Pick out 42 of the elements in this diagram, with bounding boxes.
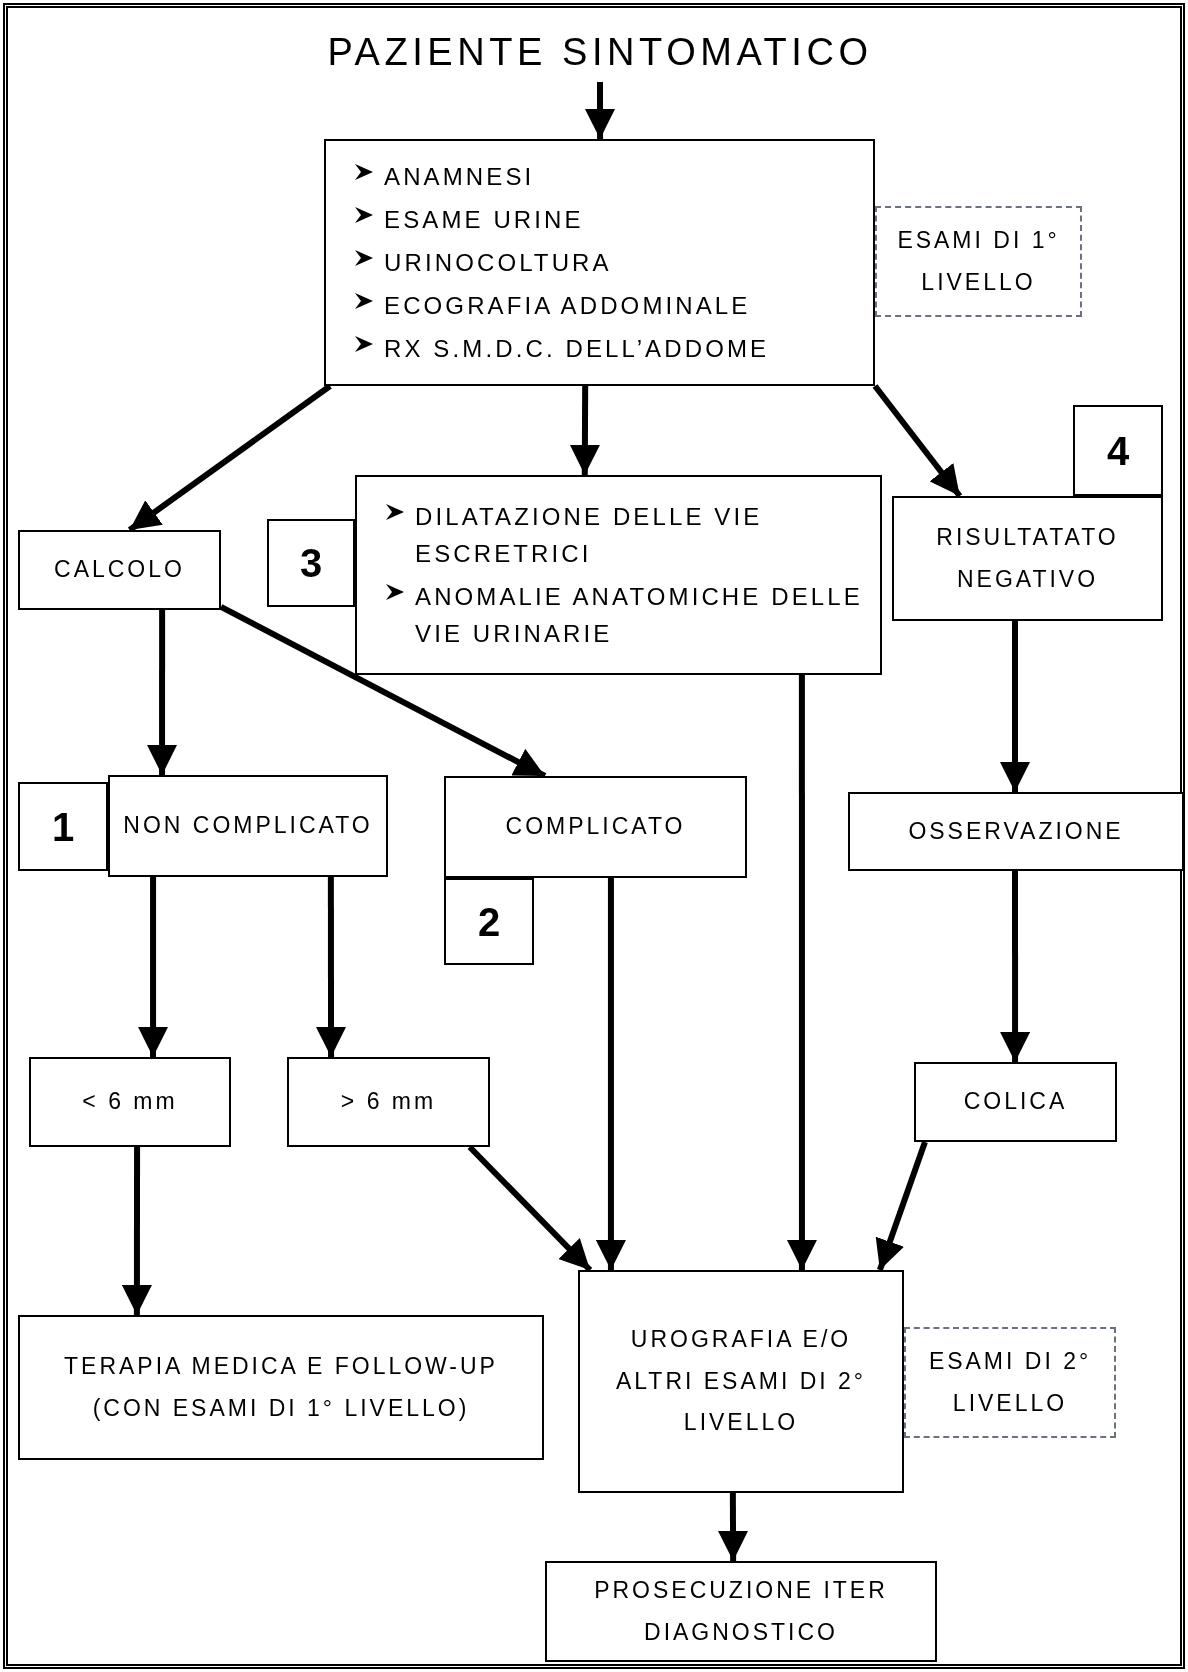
arrow — [1000, 871, 1031, 1062]
arrow — [595, 878, 626, 1270]
list-item-text: ANOMALIE ANATOMICHE DELLE VIE URINARIE — [415, 582, 864, 650]
arrow — [127, 383, 332, 533]
arrow — [1000, 621, 1030, 792]
arrow — [872, 384, 963, 498]
process-box: OSSERVAZIONE — [848, 792, 1184, 871]
arrow — [219, 604, 547, 779]
list-box — [324, 139, 875, 386]
arrow — [138, 877, 169, 1057]
process-box: COLICA — [914, 1062, 1117, 1142]
arrow — [875, 1141, 928, 1271]
list-item-text: URINOCOLTURA — [384, 247, 612, 278]
note-box: ESAMI DI 1° LIVELLO — [875, 206, 1082, 317]
list-item-text: DILATAZIONE DELLE VIE ESCRETRICI — [415, 501, 764, 569]
number-box: 3 — [267, 519, 355, 607]
arrow — [316, 877, 346, 1057]
process-box: UROGRAFIA E/O ALTRI ESAMI DI 2° LIVELLO — [578, 1270, 904, 1493]
list-item-text: ESAME URINE — [384, 204, 584, 235]
process-box: > 6 mm — [287, 1057, 490, 1147]
list-box — [355, 475, 882, 675]
arrow — [718, 1493, 748, 1561]
title-text: PAZIENTE SINTOMATICO — [327, 29, 873, 75]
arrow — [585, 82, 615, 139]
arrow — [121, 1147, 152, 1315]
process-box: RISULTATATO NEGATIVO — [892, 496, 1163, 621]
list-item-text: ECOGRAFIA ADDOMINALE — [384, 291, 751, 322]
arrow — [786, 675, 817, 1270]
process-box: PROSECUZIONE ITER DIAGNOSTICO — [545, 1561, 937, 1662]
process-box: TERAPIA MEDICA E FOLLOW-UP (CON ESAMI DI 1° LIVELLO) — [18, 1315, 544, 1460]
process-box: NON COMPLICATO — [108, 775, 388, 877]
number-box: 1 — [18, 782, 108, 871]
process-box: CALCOLO — [18, 530, 221, 610]
number-box: 4 — [1073, 405, 1163, 496]
number-box: 2 — [444, 878, 534, 965]
list-item-text: ANAMNESI — [384, 161, 535, 192]
process-box: < 6 mm — [29, 1057, 231, 1147]
arrow — [147, 610, 178, 775]
list-item-text: RX S.M.D.C. DELL’ADDOME — [384, 334, 770, 365]
arrow — [569, 386, 600, 476]
process-box: COMPLICATO — [444, 776, 747, 878]
note-box: ESAMI DI 2° LIVELLO — [904, 1327, 1116, 1438]
